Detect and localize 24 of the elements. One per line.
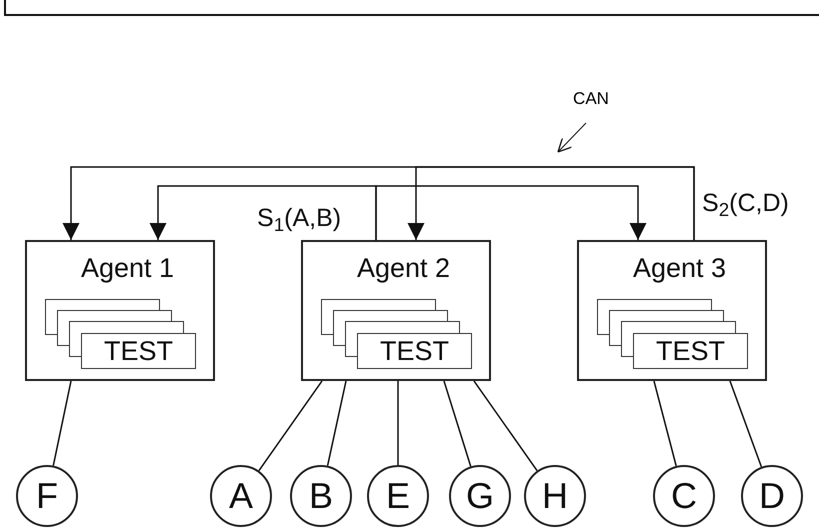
agent-box: [25, 240, 215, 381]
agent-box: [577, 240, 767, 381]
agent-title: Agent 1: [81, 252, 174, 284]
leader-arrow: [557, 122, 586, 153]
connector-line: [397, 381, 399, 465]
connector-line: [326, 380, 347, 466]
test-card: TEST: [357, 333, 472, 369]
agent-title: Agent 2: [357, 252, 450, 284]
connector-line: [258, 380, 323, 472]
signal-label: S$_{2}$(C,D): [702, 188, 789, 218]
connector-line: [653, 380, 677, 466]
network-label: CAN: [566, 88, 616, 110]
bus-arrow: [408, 166, 695, 240]
agent-title: Agent 3: [633, 252, 726, 284]
test-card: TEST: [633, 333, 748, 369]
connector-line: [729, 380, 762, 468]
connector-line: [52, 380, 72, 466]
test-card: TEST: [81, 333, 196, 369]
bus-arrow: [375, 185, 646, 240]
agent-box: [301, 240, 491, 381]
bus-arrow: [150, 185, 377, 240]
signal-label: S$_{1}$(A,B): [257, 203, 342, 233]
connector-line: [443, 380, 472, 467]
connector-line: [473, 380, 538, 472]
